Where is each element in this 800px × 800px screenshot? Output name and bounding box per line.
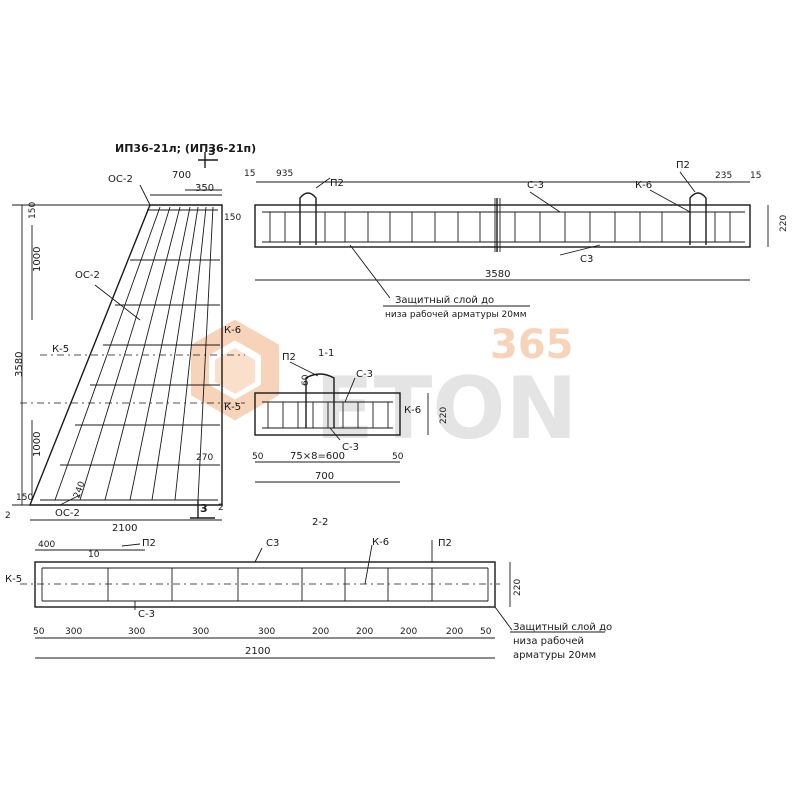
section-1-1-loop — [305, 373, 335, 428]
plan-dim-3580: 3580 — [14, 352, 25, 377]
section-mark-3-bottom: 3 — [200, 502, 208, 515]
watermark-logo-icon — [191, 319, 279, 421]
plan-label-oc2-bottom: ОС-2 — [55, 508, 80, 519]
section-2-2-space: 200 — [446, 627, 463, 637]
elev-dim-220: 220 — [779, 215, 789, 232]
section-1-1: 1-1 П2 С-3 К-6 60 220 С-3 50 75×8=600 50… — [252, 348, 449, 483]
section-2-2-k6: К-6 — [372, 537, 389, 548]
section-2-2-dim-400: 400 — [38, 540, 55, 550]
section-1-1-dim-700: 700 — [315, 471, 334, 482]
elev-note-line1: Защитный слой до — [395, 295, 494, 306]
plan-label-oc2-mid: ОС-2 — [75, 270, 100, 281]
section-2-2-space: 50 — [33, 627, 45, 637]
plan-dim-2-right: 2 — [218, 503, 224, 513]
section-2-2-space: 300 — [192, 627, 209, 637]
plan-label-oc2-top: ОС-2 — [108, 174, 133, 185]
section-2-2-spacing: 50 300 300 300 300 200 200 200 200 50 — [33, 627, 492, 637]
section-2-2: 2-2 400 10 П2 С3 К-6 П2 К-5 220 С-3 50 3… — [5, 517, 612, 661]
section-1-1-c3-top: С-3 — [356, 369, 373, 380]
elev-label-p2-left: П2 — [330, 178, 344, 189]
elev-dim-235: 235 — [715, 171, 732, 181]
section-1-1-k6: К-6 — [404, 405, 421, 416]
lifting-loop-left — [299, 192, 317, 245]
drawing-title: ИП36-21л; (ИП36-21п) — [115, 142, 256, 155]
watermark-word: ETON — [315, 359, 578, 459]
lifting-loop-right — [689, 192, 707, 245]
plan-outline — [28, 204, 223, 506]
plan-dim-150-left: 150 — [28, 202, 38, 219]
plan-dim-350: 350 — [195, 183, 214, 194]
watermark: 365 ETON — [191, 319, 578, 459]
elev-dim-3580: 3580 — [485, 269, 510, 280]
section-1-1-p2: П2 — [282, 352, 296, 363]
plan-label-k5-left: К-5 — [52, 344, 69, 355]
section-2-2-space: 300 — [65, 627, 82, 637]
section-2-2-c3-top: С3 — [266, 538, 279, 549]
section-mark-3-top: 3 — [208, 145, 216, 158]
plan-label-k5-right: К-5 — [224, 402, 241, 413]
watermark-number: 365 — [490, 322, 574, 368]
plan-view: ОС-2 ОС-2 ОС-2 К-5 К-5 К-6 700 350 150 1… — [5, 170, 245, 534]
section-mark-3-lower: 3 — [190, 500, 215, 519]
section-2-2-space: 200 — [400, 627, 417, 637]
plan-dim-270: 270 — [196, 453, 213, 463]
plan-dim-2-left: 2 — [5, 511, 11, 521]
elev-dim-935: 935 — [276, 169, 293, 179]
elev-label-c3-bottom: С3 — [580, 254, 593, 265]
elev-label-k6: К-6 — [635, 180, 652, 191]
section-2-2-p2-left: П2 — [142, 538, 156, 549]
plan-dim-700: 700 — [172, 170, 191, 181]
section-2-2-dim-2100: 2100 — [245, 646, 270, 657]
section-2-2-title: 2-2 — [312, 517, 328, 528]
section-1-1-dim-60: 60 — [301, 374, 311, 386]
plan-dim-240: 240 — [72, 480, 87, 500]
elev-dim-15-left: 15 — [244, 169, 255, 179]
plan-label-k6-right: К-6 — [224, 325, 241, 336]
section-2-2-dim-220: 220 — [513, 579, 523, 596]
plan-dim-1000-top: 1000 — [32, 247, 43, 272]
section-2-2-note-line2: низа рабочей — [513, 636, 584, 647]
section-1-1-dim-50-right: 50 — [392, 452, 404, 462]
elev-label-p2-right: П2 — [676, 160, 690, 171]
section-1-1-dim-50-left: 50 — [252, 452, 264, 462]
section-2-2-outline — [34, 561, 496, 608]
section-mark-3: 3 — [198, 145, 218, 168]
elev-label-c3-top: С-3 — [527, 180, 544, 191]
section-2-2-c3-bottom: С-3 — [138, 609, 155, 620]
section-2-2-p2-right: П2 — [438, 538, 452, 549]
plan-dim-150-right: 150 — [224, 213, 241, 223]
section-1-1-c3-bottom: С-3 — [342, 442, 359, 453]
section-2-2-dim-10: 10 — [88, 550, 100, 560]
section-2-2-space: 50 — [480, 627, 492, 637]
plan-dim-2100: 2100 — [112, 523, 137, 534]
section-2-2-k5: К-5 — [5, 574, 22, 585]
elevation-view: 15 935 П2 С-3 К-6 П2 235 15 220 С3 3580 … — [244, 160, 789, 320]
section-1-1-title: 1-1 — [318, 348, 334, 359]
section-2-2-space: 200 — [312, 627, 329, 637]
plan-dim-150-bottom: 150 — [16, 493, 33, 503]
elev-note-line2: низа рабочей арматуры 20мм — [385, 310, 527, 320]
section-1-1-outline — [254, 392, 401, 436]
section-2-2-space: 300 — [128, 627, 145, 637]
section-2-2-space: 200 — [356, 627, 373, 637]
elevation-outline — [254, 204, 751, 248]
section-2-2-note-line3: арматуры 20мм — [513, 650, 596, 661]
elev-dim-15-right: 15 — [750, 171, 761, 181]
section-2-2-space: 300 — [258, 627, 275, 637]
section-1-1-dim-span: 75×8=600 — [290, 451, 345, 462]
plan-dim-1000-bottom: 1000 — [32, 432, 43, 457]
section-1-1-dim-220: 220 — [439, 407, 449, 424]
section-2-2-note-line1: Защитный слой до — [513, 622, 612, 633]
